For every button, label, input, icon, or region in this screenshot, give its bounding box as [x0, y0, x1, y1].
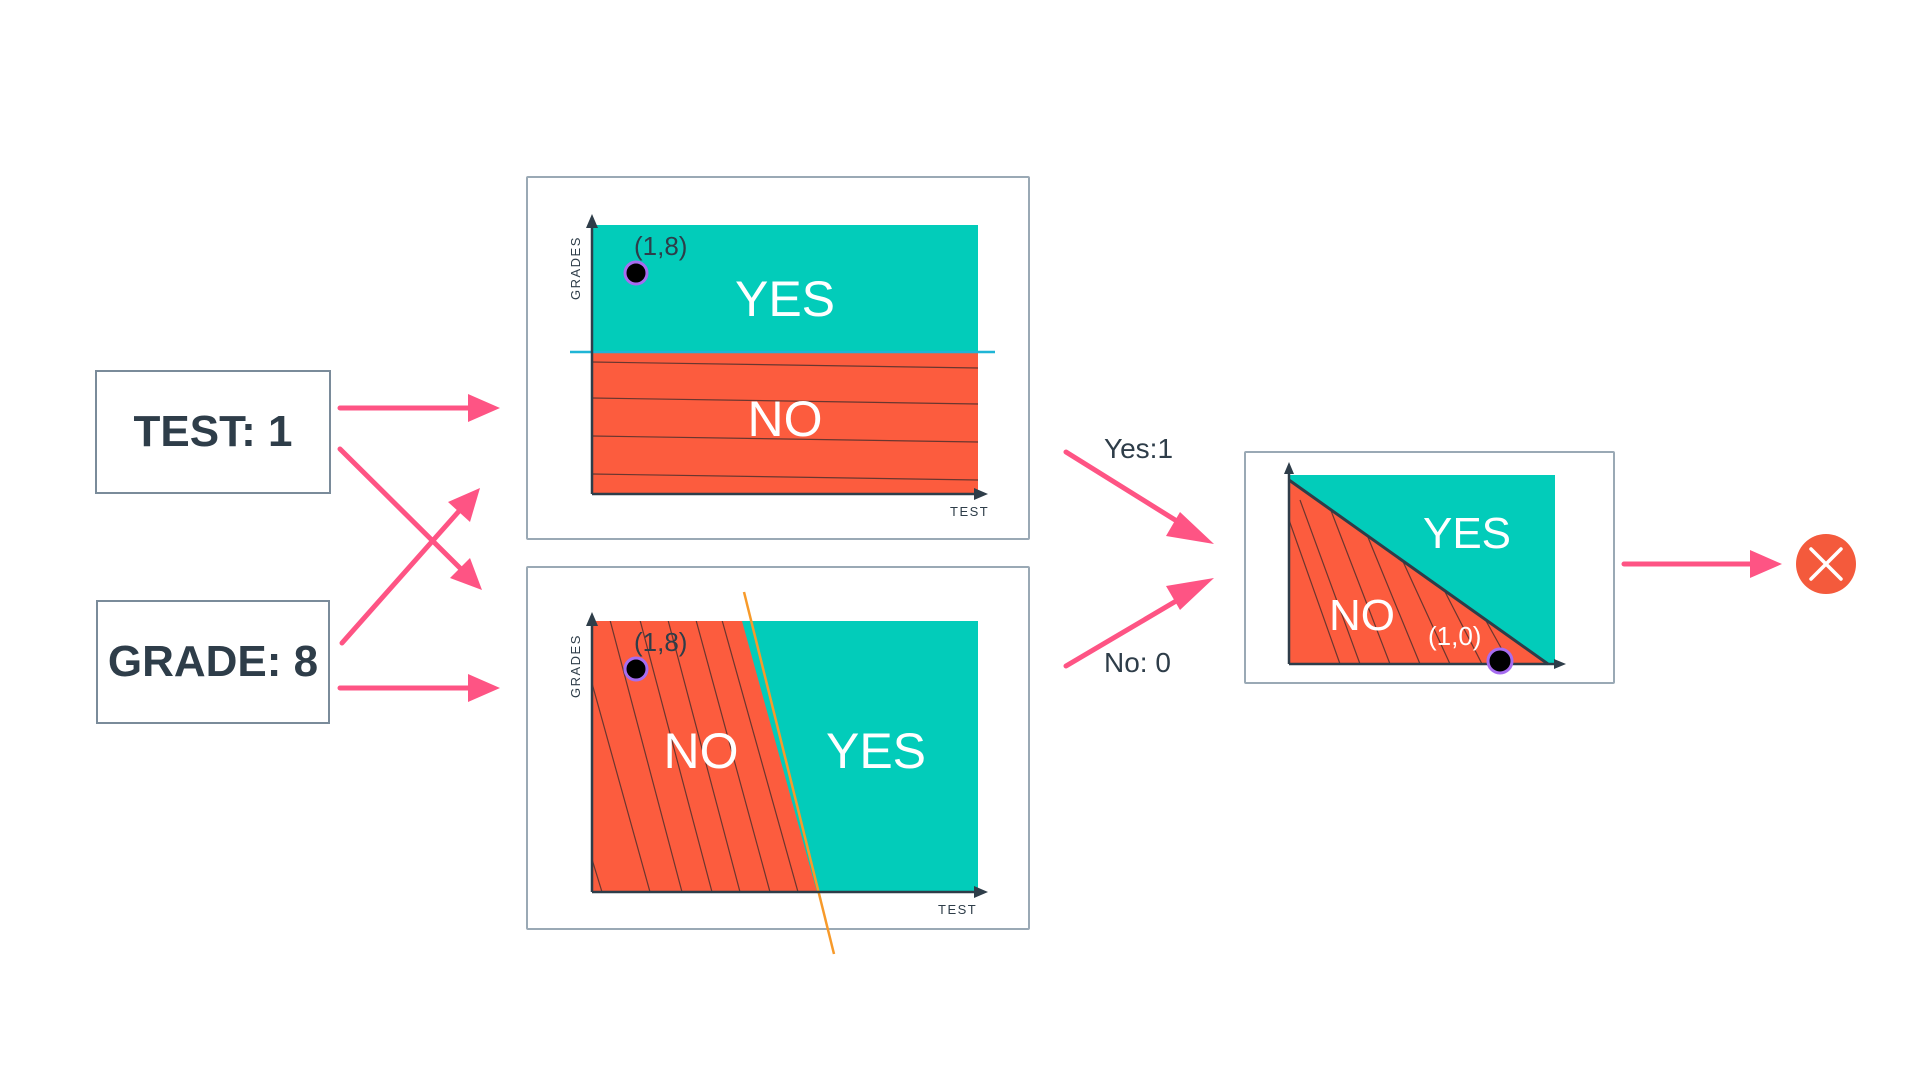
bottom-point-label: (1,8) [634, 627, 687, 657]
arrow-grade-to-top [339, 488, 480, 646]
top-axes [586, 214, 988, 500]
bottom-yes-label: YES [826, 723, 926, 779]
output-data-point [1486, 647, 1514, 675]
top-no-region [592, 352, 978, 494]
bottom-decision-boundary [742, 591, 836, 955]
bottom-no-hatching [592, 621, 799, 892]
output-decision-boundary [1288, 478, 1549, 666]
output-point-label: (1,0) [1428, 621, 1481, 651]
top-no-label: NO [748, 391, 823, 447]
arrow-grade-to-bottom [337, 674, 500, 702]
arrow-output-to-result [1621, 550, 1782, 578]
top-panel-plot: TEST GRADES YES NO (1,8) [568, 214, 995, 519]
output-panel-plot: YES NO (1,0) [1284, 462, 1566, 675]
close-icon [1796, 534, 1856, 594]
connector-arrows [337, 394, 1782, 702]
bottom-x-axis-label: TEST [938, 902, 977, 917]
arrow-bottom-to-output [1063, 578, 1214, 669]
top-yes-label: YES [735, 271, 835, 327]
output-no-label: NO [1329, 591, 1395, 640]
grade-input-box: GRADE: 8 [96, 600, 330, 724]
bottom-axes [586, 612, 988, 898]
test-input-box: TEST: 1 [95, 370, 331, 494]
top-no-hatching [592, 361, 978, 481]
top-yes-region [592, 225, 978, 352]
output-no-hatching [1289, 499, 1511, 664]
arrow-top-to-output [1063, 449, 1214, 544]
bottom-data-point [623, 656, 649, 682]
top-x-axis-label: TEST [950, 504, 989, 519]
bottom-no-label: NO [664, 723, 739, 779]
arrow-test-to-top [337, 394, 500, 422]
grade-input-label: GRADE: 8 [107, 637, 319, 686]
bottom-panel-plot: TEST GRADES NO YES (1,8) [568, 591, 988, 955]
top-y-axis-label: GRADES [568, 236, 583, 300]
top-point-label: (1,8) [634, 231, 687, 261]
output-yes-label: YES [1423, 509, 1511, 558]
bottom-y-axis-label: GRADES [568, 634, 583, 698]
yes-edge-label: Yes:1 [1104, 433, 1173, 464]
test-input-label: TEST: 1 [133, 407, 293, 456]
top-data-point [623, 260, 649, 286]
no-edge-label: No: 0 [1104, 647, 1171, 678]
arrow-test-to-bottom [337, 446, 482, 590]
